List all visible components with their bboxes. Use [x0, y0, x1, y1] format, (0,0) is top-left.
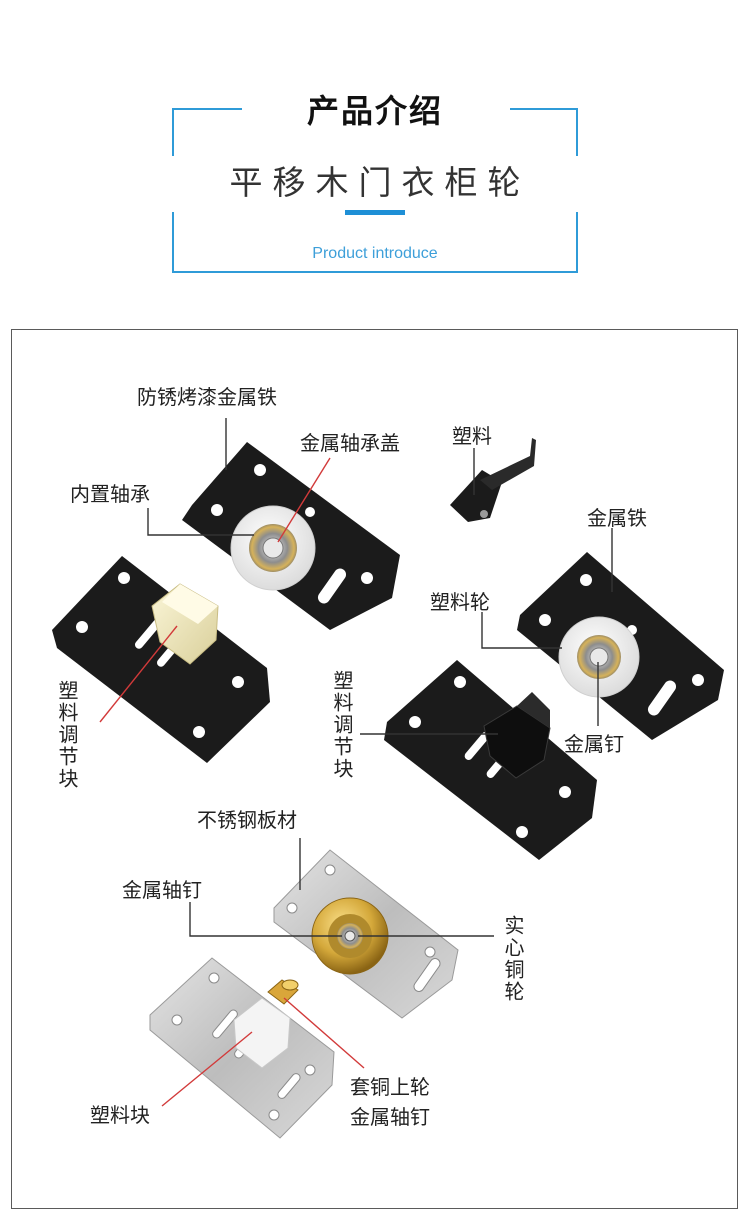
frame-line	[172, 212, 174, 272]
leader-lines	[99, 418, 613, 1107]
label-plastic-adjust-block-left: 塑料调节块	[55, 680, 79, 790]
label-metal-shaft-nail: 金属轴钉	[122, 878, 202, 902]
copper-sleeve-pin	[267, 979, 299, 1005]
white-wheel-right	[558, 616, 640, 698]
label-bearing-cover: 金属轴承盖	[300, 431, 400, 455]
frame-line	[172, 108, 174, 156]
label-plastic-wheel: 塑料轮	[430, 590, 490, 614]
label-metal-iron: 金属铁	[587, 506, 647, 530]
section-title: 产品介绍	[306, 92, 443, 130]
frame-line	[576, 212, 578, 272]
label-stainless-plate: 不锈钢板材	[197, 808, 297, 832]
label-metal-nail: 金属钉	[564, 732, 624, 756]
label-plastic: 塑料	[452, 424, 492, 448]
black-plate-lower	[52, 556, 270, 763]
frame-line	[172, 108, 242, 110]
label-copper-sleeve-nail: 金属轴钉	[350, 1105, 430, 1129]
frame-line	[172, 271, 578, 273]
intro-header: 产品介绍 平移木门衣柜轮 Product introduce	[0, 0, 750, 300]
white-wheel-left	[230, 505, 316, 591]
product-diagram-panel: 防锈烤漆金属铁 金属轴承盖 塑料 内置轴承 金属铁 塑料轮 塑料调节块 塑料调节…	[11, 329, 738, 1209]
accent-bar	[345, 210, 405, 215]
brass-wheel	[311, 897, 389, 975]
label-solid-copper-wheel: 实心铜轮	[501, 915, 525, 1003]
label-built-in-bearing: 内置轴承	[70, 482, 150, 506]
product-name: 平移木门衣柜轮	[229, 163, 531, 202]
frame-line	[510, 108, 578, 110]
white-plastic-block	[233, 997, 291, 1069]
plastic-clip	[450, 438, 536, 522]
cream-adjust-block	[151, 583, 219, 665]
label-copper-sleeve-wheel: 套铜上轮	[350, 1075, 430, 1099]
product-illustration	[52, 418, 724, 1139]
frame-line	[576, 108, 578, 156]
label-plastic-block: 塑料块	[90, 1103, 150, 1127]
black-plate-right-lower	[384, 660, 597, 860]
label-plastic-adjust-block-right: 塑料调节块	[330, 670, 354, 780]
english-subtitle: Product introduce	[312, 245, 438, 262]
black-adjust-block	[483, 692, 551, 779]
label-rust-proof-iron: 防锈烤漆金属铁	[137, 385, 277, 409]
